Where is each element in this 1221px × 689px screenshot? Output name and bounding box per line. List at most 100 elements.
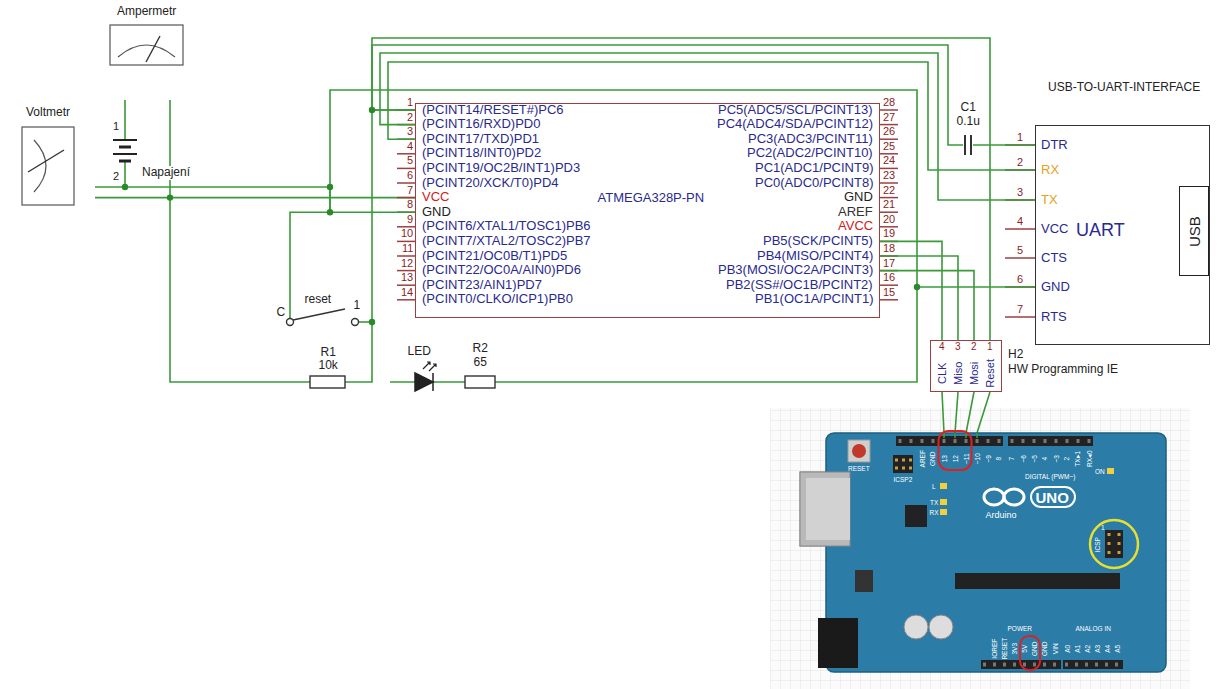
component-label: 65 [474, 356, 487, 370]
header-pin-name: Mosi [968, 361, 981, 384]
pin-name: (PCINT21/OC0B/T1)PD5 [422, 249, 567, 264]
board-silkscreen: TX [930, 499, 938, 506]
pin-stub [880, 211, 898, 213]
board-silkscreen: RX◂0 [1085, 450, 1092, 467]
pin-number: 12 [401, 257, 413, 270]
grid-background [770, 408, 1190, 689]
node-text: UART [1076, 220, 1125, 241]
pin-name: PC2(ADC2/PCINT10) [747, 146, 873, 161]
pin-number: 9 [407, 213, 413, 226]
pin-number: 13 [401, 271, 413, 284]
pin-number: 22 [883, 184, 895, 197]
pin-stub [880, 182, 898, 184]
wire-connector [955, 392, 958, 433]
pin-number: 16 [883, 271, 895, 284]
pin-stub [880, 197, 898, 199]
junction-dot [122, 107, 920, 325]
capacitor-symbol [963, 135, 973, 155]
board-silkscreen: GND [929, 451, 936, 465]
header-pin-number: 1 [987, 341, 993, 353]
component-label: R2 [473, 342, 488, 356]
uart-pin-number: 6 [1017, 273, 1023, 286]
header-pin-number: 2 [971, 341, 977, 353]
header-pin-name: CLK [936, 362, 949, 383]
pin-name: (PCINT0/CLKO/ICP1)PB0 [422, 292, 573, 307]
pin-name: (PCINT7/XTAL2/TOSC2)PB7 [422, 234, 591, 249]
board-silkscreen: ANALOG IN [1076, 625, 1111, 632]
pin-number: 24 [883, 154, 895, 167]
node-title: Arduino [986, 510, 1017, 520]
pin-number: 8 [407, 198, 413, 211]
wire-connector [372, 38, 990, 340]
pin-number: 18 [883, 242, 895, 255]
pin-number: 25 [883, 140, 895, 153]
pin-name: (PCINT6/XTAL1/TOSC1)PB6 [422, 219, 591, 234]
board-silkscreen: 1 [1101, 524, 1105, 531]
board-silkscreen: GND [1041, 641, 1048, 655]
board-silkscreen: ~10 [973, 453, 980, 464]
uart-pin-name: RX [1041, 163, 1059, 178]
pin-stub [880, 138, 898, 140]
pin-name: PC4(ADC4/SDA/PCINT12) [717, 117, 873, 132]
board-silkscreen: 2 [1063, 456, 1070, 460]
wire-connector [880, 271, 974, 340]
uart-pin-number: 1 [1017, 131, 1023, 144]
board-silkscreen: 7 [1008, 456, 1015, 460]
uart-pin-name: TX [1041, 193, 1058, 208]
component-label: 0.1u [957, 115, 980, 129]
board-silkscreen: RESET [848, 465, 870, 472]
pin-name: (PCINT17/TXD)PD1 [422, 132, 539, 147]
node-title: USB [1185, 216, 1202, 247]
board-silkscreen: RESET [1001, 637, 1008, 659]
usb-connector: USB [1179, 186, 1209, 276]
pin-number: 10 [401, 227, 413, 240]
board-silkscreen: 12 [951, 455, 958, 462]
pin-number: 28 [883, 96, 895, 109]
pin-stub [880, 299, 898, 301]
component-label: 2 [113, 170, 119, 183]
pin-number: 19 [883, 227, 895, 240]
node-title: H2 [1008, 348, 1023, 362]
board-silkscreen: ON [1095, 468, 1105, 475]
wire [95, 100, 917, 382]
board-silkscreen: L [932, 483, 936, 490]
pin-number: 21 [883, 198, 895, 211]
board-silkscreen: GND [1031, 641, 1038, 655]
pin-stub [397, 168, 415, 170]
component-label: 1 [113, 120, 119, 133]
wire-connector [977, 392, 990, 433]
pin-name: PC1(ADC1/PCINT9) [755, 161, 873, 176]
pin-name: (PCINT22/OC0A/AIN0)PD6 [422, 263, 581, 278]
component-label: R1 [321, 346, 336, 360]
wire-connector [330, 90, 1035, 287]
wire-connector [880, 256, 958, 340]
pin-name: GND [844, 190, 873, 205]
node-title: Ampermetr [117, 5, 176, 19]
pin-number: 15 [883, 286, 895, 299]
pin-number: 14 [401, 286, 413, 299]
pin-stub [397, 197, 415, 199]
pin-name: PB5(SCK/PCINT5) [763, 234, 873, 249]
uart-pin-number: 2 [1017, 156, 1023, 169]
meter-box: Voltmetr [22, 127, 74, 205]
header-pin-name: Miso [952, 361, 965, 384]
board-silkscreen: A1 [1074, 644, 1081, 652]
uart-pin-name: CTS [1041, 251, 1067, 266]
node-title: USB-TO-UART-INTERFACE [1048, 81, 1200, 95]
pin-stub [880, 284, 898, 286]
header-pin-name: Reset [984, 358, 997, 387]
pin-stub [880, 109, 898, 111]
board-silkscreen: ~11 [962, 453, 969, 464]
component-label: 10k [319, 359, 338, 373]
header-pin-number: 4 [939, 341, 945, 353]
pin-name: PC3(ADC3/PCINT11) [748, 132, 873, 147]
pin-stub [1005, 228, 1035, 230]
pin-name: (PCINT16/RXD)PD0 [422, 117, 540, 132]
board-silkscreen: DIGITAL (PWM~) [1025, 473, 1075, 480]
pin-stub [397, 299, 415, 301]
wire-connector [388, 62, 1035, 170]
pin-stub [1005, 316, 1035, 318]
board-silkscreen: 8 [995, 456, 1002, 460]
arduino-board: ArduinoUNO [826, 433, 1166, 672]
